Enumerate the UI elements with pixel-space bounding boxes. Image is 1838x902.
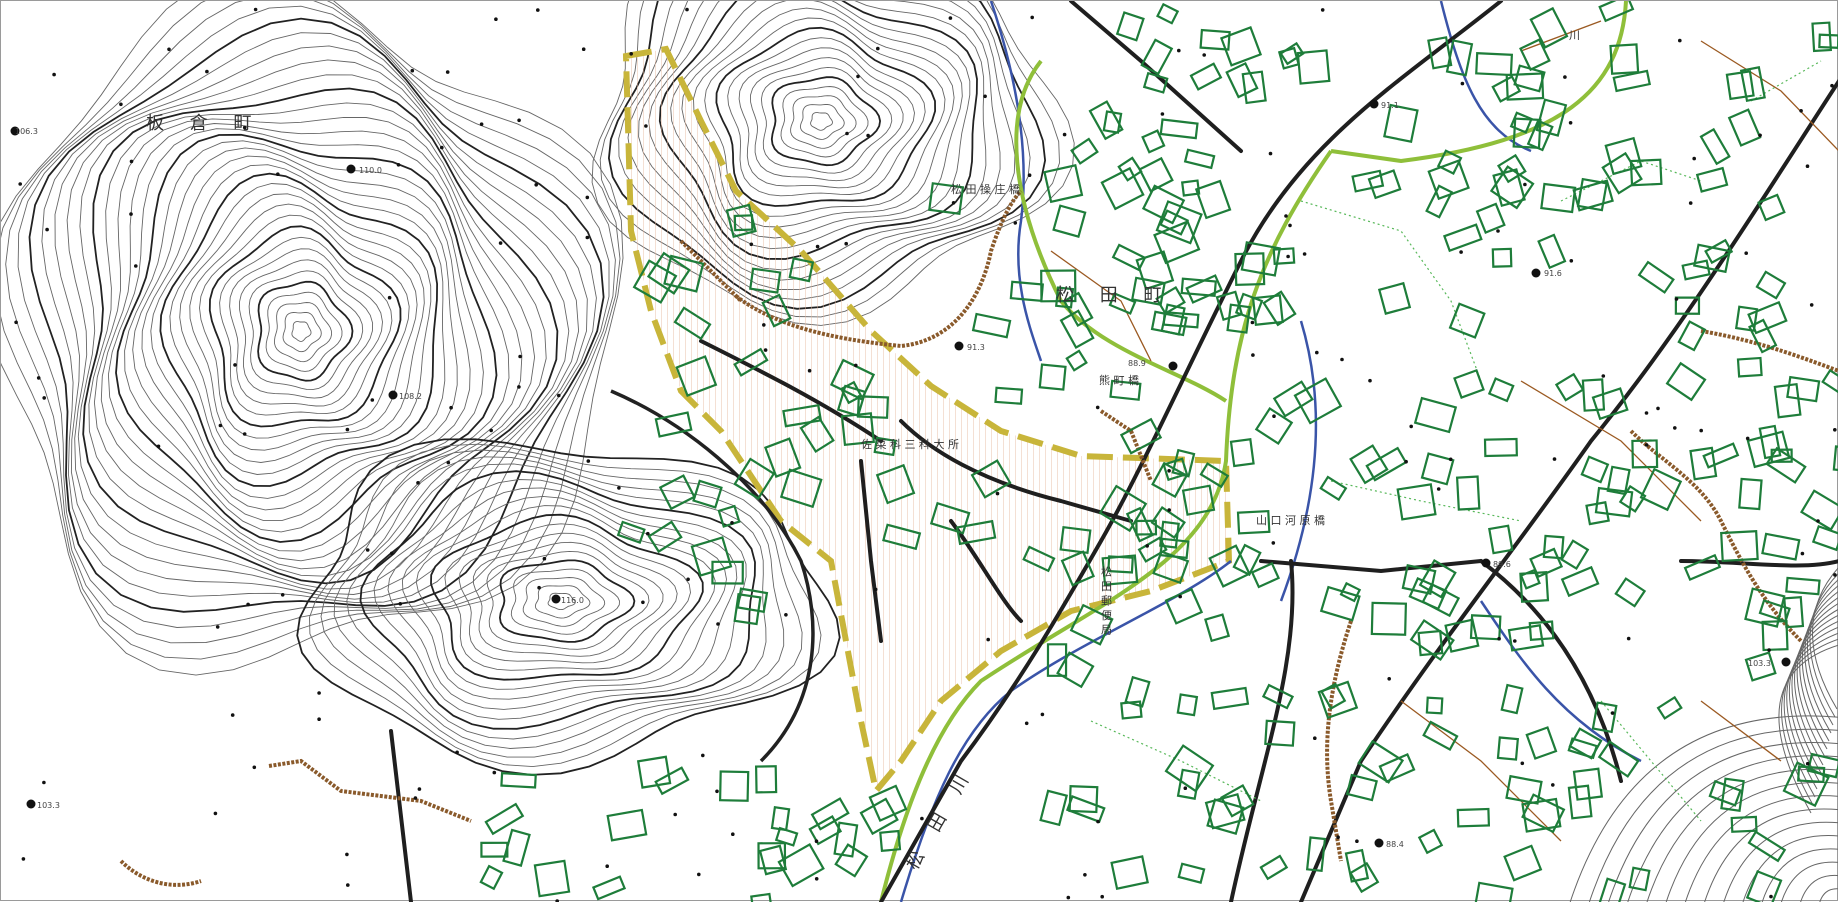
elev-label: 103.3 — [1748, 659, 1771, 668]
contour-lines-right — [1569, 567, 1838, 902]
buildings — [479, 1, 1838, 902]
benchmark-dots — [10, 7, 1837, 902]
label-river-top: 川 — [1569, 29, 1580, 42]
elev-label: 108.2 — [399, 392, 422, 401]
elev-label: 110.0 — [359, 166, 382, 175]
label-yamaguchi-bridge: 山 口 河 原 橋 — [1256, 513, 1325, 527]
elev-label: 103.3 — [37, 801, 60, 810]
contour-lines — [1, 1, 1075, 776]
label-matsuda-town: 松 田 町 — [1056, 285, 1171, 306]
elev-label: 89.6 — [1493, 560, 1511, 569]
elev-label: 91.1 — [1381, 101, 1399, 110]
label-facility: 佐 菜 科 三 科 大 所 — [861, 437, 959, 451]
parcel-lines-green — [1090, 60, 1822, 822]
elev-label: 116.0 — [561, 596, 584, 605]
roads — [389, 1, 1838, 902]
label-post-office: 松 田 郵 便 局 — [1100, 565, 1113, 636]
elev-label: 106.3 — [15, 127, 38, 136]
designated-zone-fill — [626, 49, 1229, 791]
elev-label: 88.4 — [1386, 840, 1404, 849]
label-matsuda-river: 松 田 川 — [902, 763, 978, 873]
trail — [610, 389, 815, 763]
elev-label: 91.3 — [967, 343, 985, 352]
label-matsuda-kaisho-bridge: 松 田 操 庄 橋 — [951, 182, 1020, 196]
elev-label: 88.9 — [1128, 359, 1146, 368]
elev-label: 91.6 — [1544, 269, 1562, 278]
label-itakura: 板 倉 町 — [146, 113, 261, 134]
label-kumamachi-bridge: 熊 町 橋 — [1099, 373, 1139, 387]
